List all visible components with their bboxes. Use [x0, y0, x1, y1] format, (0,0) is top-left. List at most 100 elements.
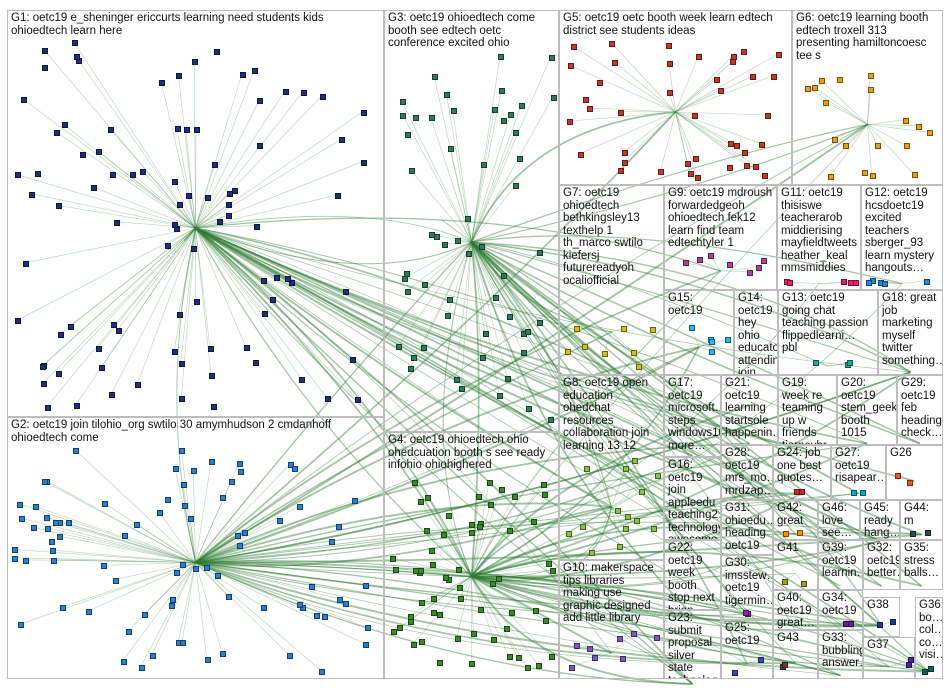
group-g42[interactable]: G42: great	[773, 500, 818, 540]
group-g11[interactable]: G11: oetc19 thisiswe teacherarob middier…	[777, 185, 861, 290]
node-g1-23[interactable]	[184, 127, 190, 133]
node-g6-12[interactable]	[862, 170, 868, 176]
group-g1[interactable]: G1: oetc19 e_sheninger ericcurts learnin…	[7, 10, 384, 417]
node-g1-71[interactable]	[135, 382, 141, 388]
group-g17[interactable]: G17: oetc19 microsoft… steps windows10 m…	[664, 375, 721, 457]
node-g6-14[interactable]	[875, 143, 881, 149]
node-g2-7[interactable]	[314, 613, 320, 619]
node-g4-4[interactable]	[457, 585, 463, 591]
node-g3-36[interactable]	[405, 289, 411, 295]
node-g4-7[interactable]	[476, 494, 482, 500]
node-g5-39[interactable]	[622, 160, 628, 166]
node-g4-26[interactable]	[469, 522, 475, 528]
group-g30[interactable]: G30: imsstew… oetc19 tigermin…	[721, 555, 773, 620]
node-g1-42[interactable]	[91, 185, 97, 191]
node-g1-15[interactable]	[257, 143, 263, 149]
node-g1-52[interactable]	[21, 97, 27, 103]
node-g5-38[interactable]	[618, 110, 624, 116]
group-g14[interactable]: G14: oetc19 hey ohio educators attending…	[734, 290, 778, 375]
node-g4-49[interactable]	[477, 524, 483, 530]
group-g16[interactable]: G16: oetc19 join appleedu teaching2… tec…	[664, 457, 721, 540]
node-g44-0[interactable]	[910, 531, 916, 537]
node-g1-8[interactable]	[257, 98, 263, 104]
node-g5-9[interactable]	[734, 143, 740, 149]
node-g2-56[interactable]	[142, 612, 148, 618]
node-g2-48[interactable]	[45, 526, 51, 532]
node-g1-58[interactable]	[208, 346, 214, 352]
node-g42-0[interactable]	[783, 531, 789, 537]
node-g1-47[interactable]	[45, 405, 51, 411]
node-g1-63[interactable]	[96, 149, 102, 155]
node-g27-0[interactable]	[851, 490, 857, 496]
node-g1-31[interactable]	[172, 222, 178, 228]
node-g8-10[interactable]	[617, 544, 623, 550]
node-g10-0[interactable]	[587, 646, 593, 652]
node-g2-60[interactable]	[180, 640, 186, 646]
group-g29[interactable]: G29: oetc19 feb heading check…	[897, 375, 943, 445]
node-g4-11[interactable]	[430, 562, 436, 568]
node-g2-53[interactable]	[126, 629, 132, 635]
node-g5-21[interactable]	[567, 119, 573, 125]
node-g4-54[interactable]	[491, 637, 497, 643]
node-g4-15[interactable]	[541, 482, 547, 488]
node-g2-50[interactable]	[66, 520, 72, 526]
node-g3-26[interactable]	[400, 99, 406, 105]
node-g38-1[interactable]	[877, 622, 883, 628]
node-g1-76[interactable]	[80, 152, 86, 158]
node-g10-5[interactable]	[569, 665, 575, 671]
group-g5[interactable]: G5: oetc19 oetc booth week learn edtech …	[559, 10, 792, 185]
node-g2-31[interactable]	[170, 597, 176, 603]
node-g6-15[interactable]	[903, 118, 909, 124]
group-g37[interactable]: G37	[863, 637, 915, 679]
node-g3-8[interactable]	[551, 95, 557, 101]
node-g15-0[interactable]	[709, 349, 715, 355]
node-g5-32[interactable]	[688, 171, 694, 177]
node-g3-45[interactable]	[466, 251, 472, 257]
node-g3-20[interactable]	[402, 276, 408, 282]
node-g2-2[interactable]	[60, 605, 66, 611]
node-g1-49[interactable]	[226, 213, 232, 219]
node-g24-1[interactable]	[799, 489, 805, 495]
node-g4-17[interactable]	[418, 499, 424, 505]
node-g3-40[interactable]	[497, 393, 503, 399]
node-g4-37[interactable]	[549, 654, 555, 660]
node-g1-70[interactable]	[177, 312, 183, 318]
node-g6-4[interactable]	[805, 86, 811, 92]
node-g3-15[interactable]	[444, 92, 450, 98]
node-g8-13[interactable]	[655, 473, 661, 479]
node-g2-42[interactable]	[261, 605, 267, 611]
node-g3-29[interactable]	[505, 376, 511, 382]
node-g1-67[interactable]	[159, 80, 165, 86]
node-g25-1[interactable]	[732, 670, 738, 676]
node-g1-54[interactable]	[253, 360, 259, 366]
node-g2-22[interactable]	[188, 516, 194, 522]
node-g7-2[interactable]	[574, 326, 580, 332]
node-g1-88[interactable]	[211, 404, 217, 410]
node-g4-35[interactable]	[507, 528, 513, 534]
node-g3-27[interactable]	[493, 295, 499, 301]
node-g5-15[interactable]	[728, 141, 734, 147]
node-g3-37[interactable]	[548, 417, 554, 423]
node-g5-36[interactable]	[753, 164, 759, 170]
node-g1-82[interactable]	[254, 224, 260, 230]
node-g8-1[interactable]	[623, 526, 629, 532]
node-g3-50[interactable]	[422, 282, 428, 288]
node-g1-44[interactable]	[109, 392, 115, 398]
group-g24[interactable]: G24: job one best quotes…	[773, 445, 831, 500]
node-g2-28[interactable]	[179, 448, 185, 454]
node-g1-12[interactable]	[56, 203, 62, 209]
node-g5-2[interactable]	[695, 175, 701, 181]
node-g2-12[interactable]	[287, 653, 293, 659]
node-g3-32[interactable]	[537, 320, 543, 326]
node-g3-13[interactable]	[413, 115, 419, 121]
node-g5-23[interactable]	[741, 49, 747, 55]
node-g26-0[interactable]	[907, 480, 913, 486]
node-g3-16[interactable]	[501, 118, 507, 124]
node-g4-43[interactable]	[425, 495, 431, 501]
node-g4-32[interactable]	[424, 528, 430, 534]
node-g5-31[interactable]	[742, 150, 748, 156]
node-g11-0[interactable]	[853, 280, 859, 286]
node-g11-3[interactable]	[841, 279, 847, 285]
node-g4-56[interactable]	[488, 502, 494, 508]
node-g4-39[interactable]	[499, 487, 505, 493]
